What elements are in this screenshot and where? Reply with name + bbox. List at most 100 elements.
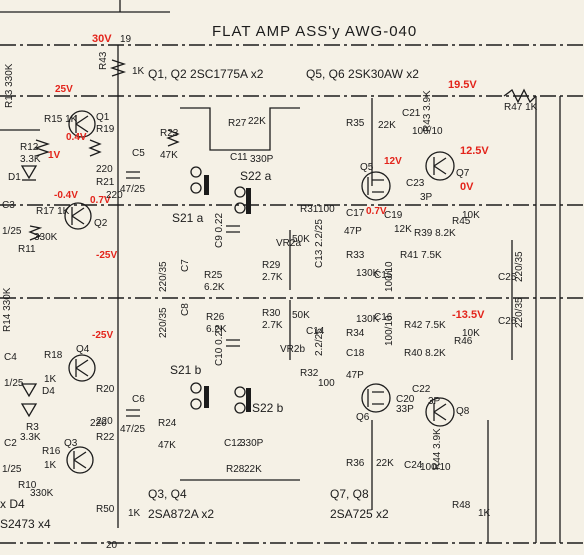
c14-value: 2.2/25	[314, 328, 325, 356]
r27-value: 22K	[248, 116, 266, 127]
d4-label: D4	[42, 386, 55, 397]
c26-label: C26	[498, 316, 517, 327]
r41-label: R41 7.5K	[400, 250, 442, 261]
c20-label: C20	[396, 394, 415, 405]
q7-label: Q7	[456, 168, 470, 179]
supply-bus: R43 1K	[98, 45, 145, 528]
q5-label: Q5	[360, 162, 374, 173]
s22a-contact-1	[234, 186, 246, 198]
q12-part-note: Q1, Q2 2SC1775A x2	[148, 67, 264, 81]
q2-label: Q2	[94, 218, 108, 229]
s22a-label: S22 a	[240, 169, 272, 183]
c11-label: C11	[230, 152, 248, 163]
q5-fet-symbol	[361, 171, 391, 201]
c23-value: 3P	[420, 192, 433, 203]
r25-label: R25	[204, 270, 223, 281]
r45-label: R45	[452, 216, 471, 227]
r34-value: 130K	[356, 314, 380, 325]
r24-label: R24	[158, 418, 177, 429]
c17-value: 47P	[344, 226, 362, 237]
r26-label: R26	[206, 312, 225, 323]
s21b-switch-bar	[204, 386, 209, 408]
r25-value: 6.2K	[204, 282, 225, 293]
c7-label: C7	[180, 259, 191, 272]
c16-label: C16	[374, 312, 393, 323]
r17-label: R17 1K	[36, 206, 70, 217]
c22-value: 3P	[428, 396, 441, 407]
r44-label: R44 3.9K	[432, 428, 443, 470]
r31-value: 100	[318, 204, 335, 215]
c6-label: C6	[132, 394, 145, 405]
q56-part-note: Q5, Q6 2SK30AW x2	[306, 67, 419, 81]
c2-value: 1/25	[2, 464, 22, 475]
voltage-12v: 12V	[384, 156, 402, 167]
r47-label: R47 1K	[504, 102, 538, 113]
r16-value: 1K	[44, 460, 57, 471]
c20-value: 33P	[396, 404, 414, 415]
q78-note-part: 2SA725 x2	[330, 507, 389, 521]
c15-value: 100/10	[384, 261, 395, 292]
c22-label: C22	[412, 384, 431, 395]
voltage-07v-b: 0.7V	[366, 206, 387, 217]
r31-label: R31	[300, 204, 319, 215]
c6-value: 47/25	[120, 424, 145, 435]
r43-value: 1K	[132, 66, 145, 77]
upper-output-stage: R35 22K C21 100/10 R43 3.9K 19.5V R47 1K…	[344, 79, 561, 543]
r22-value: 220	[90, 418, 107, 429]
r28-label: R28	[226, 464, 245, 475]
c13-label: C13 2.2/25	[314, 219, 325, 268]
r46-value: 10K	[462, 328, 480, 339]
r14-label: R14 330K	[2, 287, 13, 332]
r11-label: R11	[18, 244, 36, 255]
r43-label: R43	[98, 51, 109, 70]
c3-value: 1/25	[2, 226, 22, 237]
r50-value: 1K	[128, 508, 141, 519]
c26-value: 220/35	[514, 297, 525, 328]
lower-tone-network: C8 220/35 R26 6.2K R30 2.7K C10 0.22 50K…	[158, 300, 335, 481]
r16-label: R16	[42, 446, 61, 457]
r10-value: 330K	[30, 488, 54, 499]
r50-label: R50	[96, 504, 115, 515]
upper-input-stage: 25V R13 330K R15 1K R12 3.3K Q1 0.4V 1V …	[0, 63, 145, 261]
q4-transistor-symbol	[68, 354, 96, 382]
r29-value: 2.7K	[262, 272, 283, 283]
r23-value: 47K	[160, 150, 178, 161]
r24-value: 47K	[158, 440, 176, 451]
s21a-contact-1	[190, 166, 202, 178]
c4-label: C4	[4, 352, 17, 363]
r33-label: R33	[346, 250, 365, 261]
voltage-25v: 25V	[55, 84, 73, 95]
q6-fet-symbol	[361, 383, 391, 413]
d1-label: D1	[8, 172, 21, 183]
r27-label: R27	[228, 118, 247, 129]
c25-value: 220/35	[514, 251, 525, 282]
r36-label: R36	[346, 458, 365, 469]
c12-label: C12	[224, 438, 243, 449]
d4-note-part: S2473 x4	[0, 517, 51, 531]
r26-value: 6.2K	[206, 324, 227, 335]
s21a-switch-bar	[204, 175, 209, 195]
c9-label: C9 0.22	[214, 213, 225, 248]
r11-value: 330K	[34, 232, 58, 243]
s21a-label: S21 a	[172, 211, 204, 225]
r46-label: R46	[454, 336, 473, 347]
s22a-switch-bar	[246, 188, 251, 214]
r18-value: 1K	[44, 374, 57, 385]
r39-label: R39 8.2K	[414, 228, 456, 239]
q1-transistor-symbol	[68, 110, 96, 138]
q3-transistor-symbol	[66, 446, 94, 474]
q7-transistor-symbol	[425, 151, 455, 181]
vr2a-value: 50K	[292, 234, 310, 245]
r33-value: 130K	[356, 268, 380, 279]
r30-value: 2.7K	[262, 320, 283, 331]
r28-value: 22K	[244, 464, 262, 475]
c17-label: C17	[346, 208, 365, 219]
r32-label: R32	[300, 368, 319, 379]
c8-label: C8	[180, 303, 191, 316]
r15-label: R15 1K	[44, 114, 78, 125]
s21b-label: S21 b	[170, 363, 202, 377]
c21-value: 100/10	[412, 126, 443, 137]
voltage-07v: 0.7V	[90, 195, 111, 206]
r21-value: 220	[106, 190, 123, 201]
r43b-label: R43 3.9K	[422, 90, 433, 132]
